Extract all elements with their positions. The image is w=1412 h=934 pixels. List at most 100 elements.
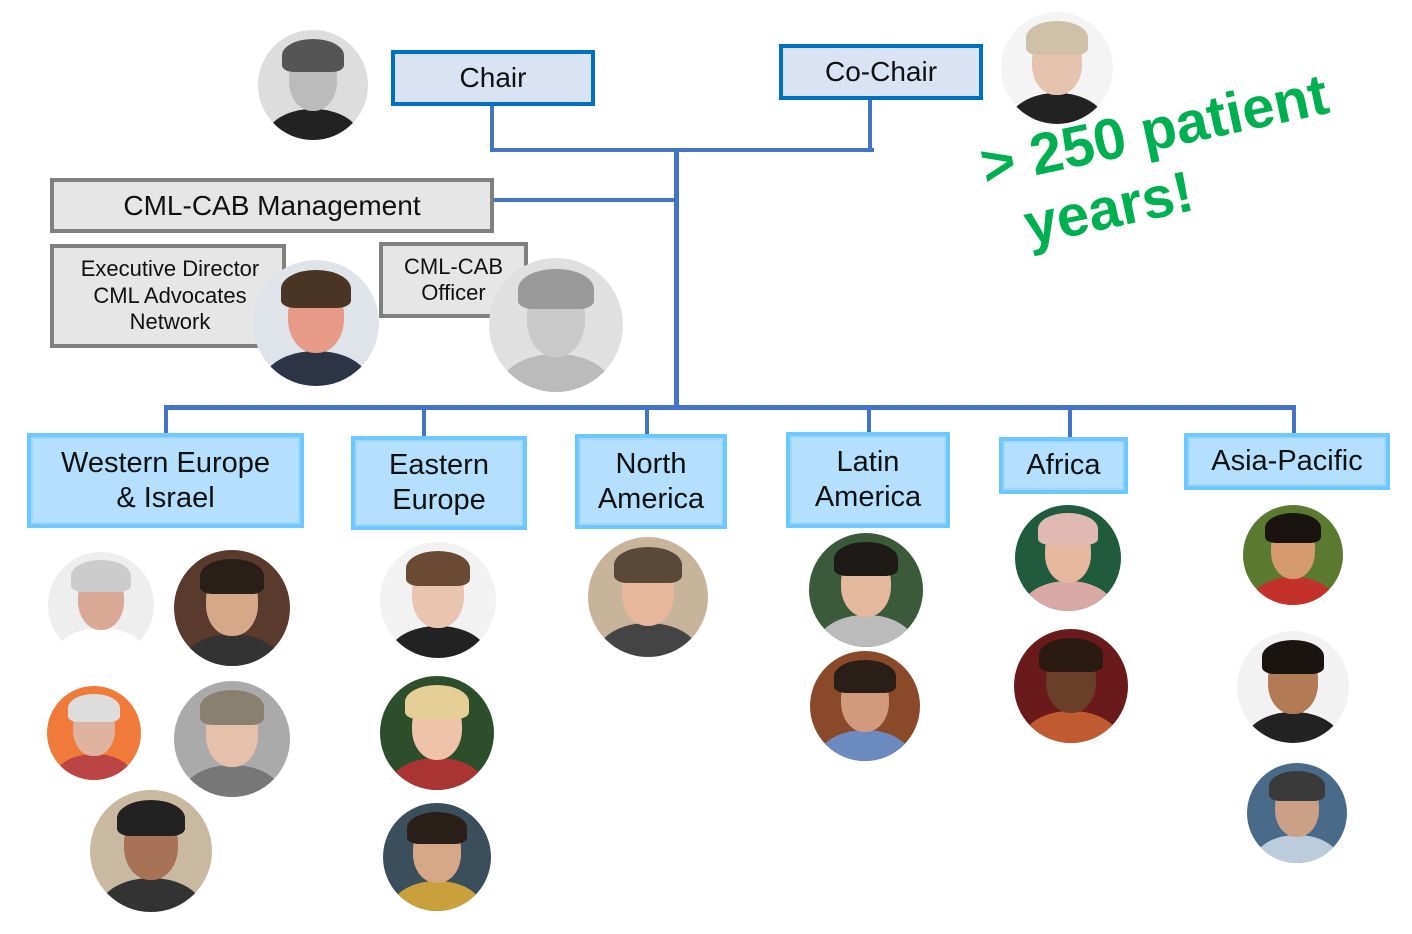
portrait-hair <box>1038 513 1098 546</box>
connector-trunk <box>674 150 679 410</box>
portrait-body <box>99 877 203 912</box>
region-label: North <box>615 447 687 480</box>
portrait-body <box>597 623 699 657</box>
member-photo <box>1015 505 1121 611</box>
member-photo <box>1014 629 1128 743</box>
portrait-hair <box>280 270 352 308</box>
portrait-body <box>389 625 487 658</box>
region-label: Asia-Pacific <box>1211 445 1363 478</box>
chair-photo <box>258 30 368 140</box>
portrait-hair <box>199 559 265 595</box>
region-africa: Africa <box>999 437 1128 494</box>
member-photo <box>174 550 290 666</box>
portrait-hair <box>71 560 131 593</box>
officer-photo <box>489 258 623 392</box>
member-photo <box>588 537 708 657</box>
member-photo <box>1247 763 1347 863</box>
portrait-body <box>499 354 613 392</box>
region-label: America <box>597 482 705 515</box>
connector-chair-stem <box>490 104 494 152</box>
portrait-body <box>1255 835 1339 863</box>
connector-region-stem <box>1068 408 1072 439</box>
portrait-hair <box>67 693 121 722</box>
chair-label: Chair <box>459 62 527 94</box>
portrait-body <box>1245 711 1341 743</box>
portrait-body <box>266 109 360 140</box>
region-label: & Israel <box>116 481 215 514</box>
portrait-hair <box>1269 771 1325 801</box>
region-label: Europe <box>392 484 486 516</box>
region-asia-pacific: Asia-Pacific <box>1184 433 1390 490</box>
portrait-hair <box>1261 639 1325 674</box>
region-label: America <box>814 481 922 513</box>
portrait-body <box>1023 711 1119 743</box>
chair-box: Chair <box>391 50 595 106</box>
co-chair-photo <box>1001 12 1113 124</box>
portrait-hair <box>834 659 896 693</box>
connector-cochair-stem <box>868 98 872 152</box>
portrait-body <box>818 615 914 647</box>
portrait-body <box>263 350 369 386</box>
member-photo <box>380 542 496 658</box>
connector-management <box>492 198 676 202</box>
portrait-body <box>56 628 146 658</box>
member-photo <box>380 676 494 790</box>
management-box: CML-CAB Management <box>50 178 494 233</box>
member-photo <box>47 686 141 780</box>
co-chair-label: Co-Chair <box>824 56 938 88</box>
connector-region-stem <box>422 408 426 438</box>
portrait-hair <box>614 546 682 583</box>
portrait-body <box>1023 581 1113 611</box>
region-label: Western Europe <box>60 446 271 479</box>
executive-director-line: Executive Director <box>80 256 260 282</box>
portrait-body <box>391 880 483 911</box>
connector-regions-bus <box>164 405 1296 410</box>
member-photo <box>809 533 923 647</box>
portrait-hair <box>406 811 468 845</box>
executive-director-line: Network <box>129 309 211 335</box>
portrait-body <box>1009 92 1105 124</box>
portrait-body <box>183 633 281 666</box>
region-label: Africa <box>1026 449 1101 482</box>
portrait-body <box>389 758 485 790</box>
portrait-body <box>54 753 134 780</box>
co-chair-box: Co-Chair <box>779 44 983 100</box>
officer-line: CML-CAB <box>403 253 503 279</box>
member-photo <box>90 790 212 912</box>
officer-box: CML-CAB Officer <box>379 242 528 318</box>
portrait-hair <box>199 690 265 726</box>
member-photo <box>174 681 290 797</box>
portrait-body <box>818 730 912 761</box>
member-photo <box>48 552 154 658</box>
connector-leadership-bar <box>490 148 874 152</box>
management-label: CML-CAB Management <box>123 189 421 221</box>
portrait-hair <box>1265 513 1321 543</box>
portrait-hair <box>405 685 469 720</box>
executive-director-photo <box>253 260 379 386</box>
portrait-hair <box>1039 638 1103 673</box>
officer-line: Officer <box>421 280 486 305</box>
member-photo <box>1243 505 1343 605</box>
portrait-hair <box>116 799 186 837</box>
connector-region-stem <box>867 408 871 434</box>
region-western-europe: Western Europe& Israel <box>27 433 304 528</box>
connector-region-stem <box>1292 408 1296 435</box>
executive-director-line: CML Advocates <box>93 282 247 308</box>
portrait-hair <box>282 38 344 72</box>
executive-director-box: Executive Director CML Advocates Network <box>50 244 286 348</box>
connector-region-stem <box>164 408 168 435</box>
portrait-hair <box>834 542 898 577</box>
region-label: Latin <box>836 446 900 479</box>
portrait-hair <box>1025 20 1089 55</box>
member-photo <box>810 651 920 761</box>
portrait-hair <box>518 268 594 309</box>
portrait-hair <box>405 551 471 587</box>
portrait-body <box>183 764 281 797</box>
region-label: Eastern <box>389 449 489 482</box>
connector-region-stem <box>645 408 649 436</box>
member-photo <box>1237 631 1349 743</box>
member-photo <box>383 803 491 911</box>
